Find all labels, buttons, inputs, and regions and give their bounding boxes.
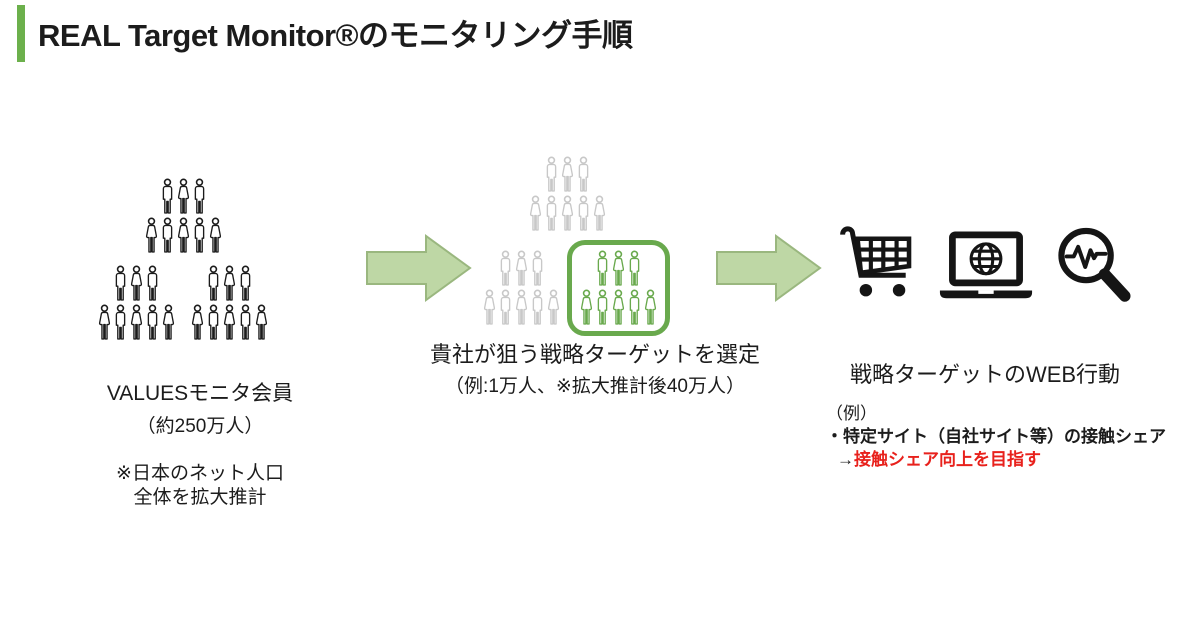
male-pictogram-icon — [627, 250, 642, 287]
crowd-cluster — [97, 265, 176, 341]
male-pictogram-icon — [160, 217, 175, 254]
female-pictogram-icon — [592, 195, 607, 232]
step3-title: 戦略ターゲットのWEB行動 — [849, 362, 1121, 387]
female-pictogram-icon — [560, 156, 575, 193]
goal-text: 接触シェア向上を目指す — [854, 450, 1041, 469]
male-pictogram-icon — [530, 289, 545, 326]
male-pictogram-icon — [627, 289, 642, 326]
step2-label: 貴社が狙う戦略ターゲットを選定 （例:1万人、※拡大推計後40万人） — [415, 337, 775, 398]
female-pictogram-icon — [176, 178, 191, 215]
target-highlight-box — [567, 240, 670, 336]
male-pictogram-icon — [576, 156, 591, 193]
male-pictogram-icon — [498, 289, 513, 326]
crowd-cluster — [144, 178, 223, 254]
shopping-cart-icon — [840, 226, 912, 297]
laptop-globe-icon — [939, 231, 1033, 299]
male-pictogram-icon — [498, 250, 513, 287]
female-pictogram-icon — [161, 304, 176, 341]
female-pictogram-icon — [546, 289, 561, 326]
step2-example: （例:1万人、※拡大推計後40万人） — [445, 376, 745, 397]
crowd-cluster-green-selected — [579, 250, 658, 326]
female-pictogram-icon — [611, 250, 626, 287]
male-pictogram-icon — [113, 304, 128, 341]
male-pictogram-icon — [544, 156, 559, 193]
female-pictogram-icon — [579, 289, 594, 326]
step1-note-line2: 全体を拡大推計 — [133, 486, 267, 508]
male-pictogram-icon — [160, 178, 175, 215]
goal-arrow: → — [837, 450, 854, 469]
step2-title: 貴社が狙う戦略ターゲットを選定 — [429, 342, 760, 367]
step1-note-line1: ※日本のネット人口 — [116, 463, 284, 484]
male-pictogram-icon — [206, 265, 221, 302]
crowd-pictogram-black — [97, 178, 269, 341]
female-pictogram-icon — [528, 195, 543, 232]
crowd-cluster-gray — [482, 250, 561, 326]
female-pictogram-icon — [129, 304, 144, 341]
magnifier-pulse-icon — [1058, 227, 1131, 302]
male-pictogram-icon — [544, 195, 559, 232]
block-arrow-right-icon — [716, 234, 822, 302]
male-pictogram-icon — [145, 304, 160, 341]
step1-note: ※日本のネット人口 全体を拡大推計 — [40, 462, 360, 510]
example-goal-line: →接触シェア向上を目指す — [826, 448, 1166, 471]
male-pictogram-icon — [530, 250, 545, 287]
example-item: ・特定サイト（自社サイト等）の接触シェア — [826, 427, 1166, 446]
male-pictogram-icon — [238, 265, 253, 302]
crowd-bottom-row — [97, 265, 269, 341]
crowd-bottom-row — [482, 240, 672, 336]
female-pictogram-icon — [176, 217, 191, 254]
female-pictogram-icon — [97, 304, 112, 341]
step3-example-block: （例） ・特定サイト（自社サイト等）の接触シェア →接触シェア向上を目指す — [826, 402, 1166, 471]
female-pictogram-icon — [222, 304, 237, 341]
male-pictogram-icon — [238, 304, 253, 341]
page-title: REAL Target Monitor®のモニタリング手順 — [38, 18, 633, 53]
male-pictogram-icon — [192, 178, 207, 215]
female-pictogram-icon — [611, 289, 626, 326]
male-pictogram-icon — [113, 265, 128, 302]
female-pictogram-icon — [144, 217, 159, 254]
male-pictogram-icon — [206, 304, 221, 341]
title-accent-bar — [17, 5, 25, 62]
female-pictogram-icon — [254, 304, 269, 341]
male-pictogram-icon — [595, 289, 610, 326]
female-pictogram-icon — [190, 304, 205, 341]
step1-label: VALUESモニタ会員 （約250万人） ※日本のネット人口 全体を拡大推計 — [40, 377, 360, 510]
example-label: （例） — [826, 404, 877, 423]
female-pictogram-icon — [222, 265, 237, 302]
male-pictogram-icon — [192, 217, 207, 254]
female-pictogram-icon — [208, 217, 223, 254]
crowd-pictogram-target-select — [482, 156, 672, 336]
female-pictogram-icon — [482, 289, 497, 326]
female-pictogram-icon — [514, 289, 529, 326]
male-pictogram-icon — [576, 195, 591, 232]
female-pictogram-icon — [129, 265, 144, 302]
female-pictogram-icon — [560, 195, 575, 232]
crowd-cluster-gray — [528, 156, 607, 232]
step1-count: （約250万人） — [136, 416, 264, 437]
male-pictogram-icon — [595, 250, 610, 287]
female-pictogram-icon — [514, 250, 529, 287]
male-pictogram-icon — [145, 265, 160, 302]
crowd-cluster — [190, 265, 269, 341]
female-pictogram-icon — [643, 289, 658, 326]
step1-title: VALUESモニタ会員 — [106, 382, 294, 405]
block-arrow-right-icon — [366, 234, 472, 302]
